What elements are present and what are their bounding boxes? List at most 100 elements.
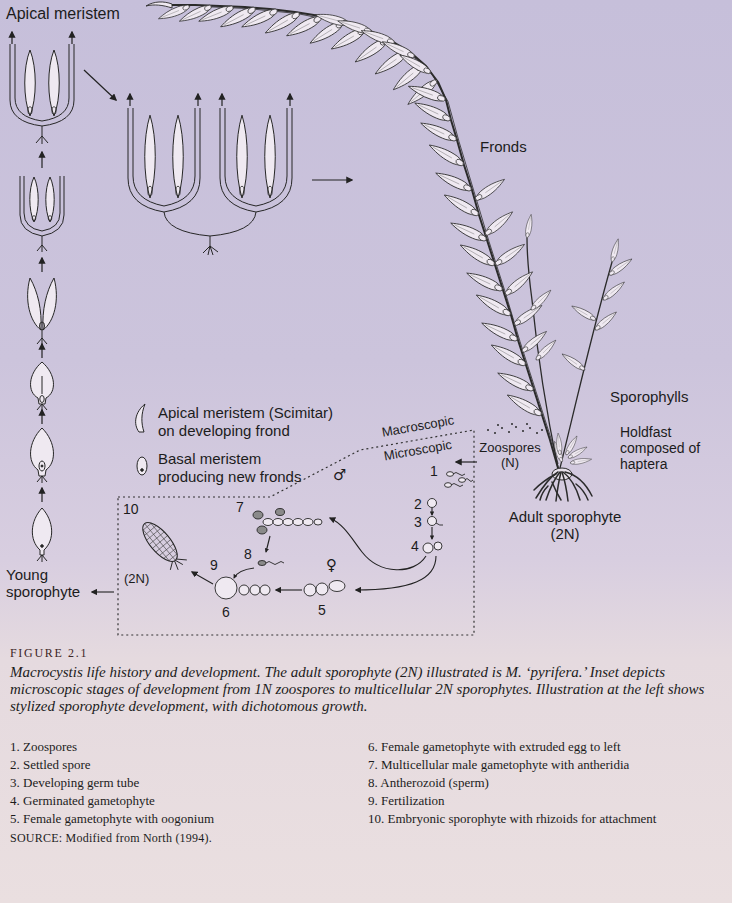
growth-arrow [41,410,42,424]
microscopic-stage [329,581,345,592]
kelp-blade [609,238,621,263]
growth-arrow [221,94,222,106]
zoospore-cloud [522,430,524,432]
microscopic-stage [314,519,322,525]
legend-text: Apical meristem (Scimitar) on developing… [158,404,343,440]
list-item: 4. Germinated gametophyte [10,794,155,809]
microscopic-stage [447,472,454,477]
zoospore-cloud [501,427,503,429]
growth-arrow [41,152,42,168]
stage-arrow [92,591,114,592]
branched-sporophyte [220,108,292,212]
stage-arrow [356,556,436,590]
region-label: Microscopic [383,438,453,465]
kelp-blade [489,341,528,369]
branched-sporophyte [164,212,256,236]
sporophyte-stage [31,428,54,476]
stage-arrow [276,589,302,590]
part-label: Adult sporophyte (2N) [500,508,630,543]
microscopic-stage [257,526,267,534]
kelp-blade [505,391,544,419]
microscopic-stage [253,511,263,519]
callout-number: 2 [414,496,422,512]
microscopic-stage [465,479,473,482]
growth-arrow [41,344,42,358]
stage-arrow [192,572,213,584]
part-label: Zoospores (N) [476,441,544,471]
zoospore-cloud [526,423,528,425]
sporophyte-stage [41,465,43,467]
sporophyte-stage [24,176,60,231]
branched-sporophyte [133,108,195,206]
zoospore-cloud [541,429,543,431]
sporophyte-stage [39,461,45,471]
callout-number: 6 [222,604,230,620]
kelp-blade [381,38,417,61]
list-item: 1. Zoospores [10,740,77,755]
zoospore-cloud [508,431,510,433]
growth-arrow [11,32,12,44]
callout-number: 8 [244,546,252,562]
sporophyte-stage [37,404,47,411]
microscopic-stage [445,483,452,488]
kelp-blade [465,269,505,294]
list-item: 5. Female gametophyte with oogonium [10,812,214,827]
kelp-stipe [560,262,612,468]
kelp-blade [442,191,481,219]
zoospore-cloud [494,432,496,434]
kelp-blade [157,2,634,419]
list-item: 8. Antherozoid (sperm) [368,776,489,791]
holdfast [534,468,592,501]
microscopic-stage [428,499,437,508]
sporophyte-stage [30,177,38,222]
sporophyte-stage [43,278,57,330]
sporophyte-stage [10,44,74,562]
list-item: 9. Fertilization [368,794,445,809]
stage-arrow [431,508,432,515]
microscopic-stage [260,585,270,595]
sex-symbol: ♂ [333,467,346,484]
kelp-blade [419,119,459,144]
microscopic-stage [459,478,466,483]
sporophyte-stage [32,508,51,555]
microscopic-stage [451,484,463,487]
kelp-blade [480,319,520,344]
branched-sporophyte [225,108,287,206]
sporophyll-blade [556,433,563,455]
kelp-blade [496,369,536,394]
kelp-blade [601,280,627,303]
sporophyte-stage [36,136,48,144]
branched-sporophyte [173,115,184,198]
region-outline [118,428,474,635]
list-item: 3. Developing germ tube [10,776,139,791]
sporophyte-stage [40,322,45,330]
microscopic-stage [258,561,266,566]
holdfast [540,486,548,500]
apical-scimitar [146,2,172,8]
zoospore-cloud [511,423,513,425]
zoospore-cloud [515,426,517,428]
embryo-sporophyte [137,517,189,574]
microscopic-stage [428,517,437,526]
embryo-sporophyte [167,554,188,574]
sporophyte-stage [42,126,43,136]
kelp-blade [449,219,489,244]
part-label: Young sporophyte [6,566,90,601]
list-item: 6. Female gametophyte with extruded egg … [368,740,621,755]
growth-arrow [41,258,42,272]
sporophyll-blade [570,457,593,466]
list-item: 7. Multicellular male gametophyte with a… [368,758,629,773]
kelp-blade [482,209,515,238]
ploidy-label: (2N) [124,572,149,587]
kelp-blade [493,241,527,268]
callout-number: 5 [318,602,326,618]
list-item: 10. Embryonic sporophyte with rhizoids f… [368,812,656,827]
sporophyte-stage [28,278,42,330]
region-label: Macroscopic [381,413,455,440]
growth-arrow [312,179,352,180]
zoospore-cloud [487,423,543,434]
callout-number: 9 [210,557,218,573]
part-label: Holdfast composed of haptera [620,424,706,472]
